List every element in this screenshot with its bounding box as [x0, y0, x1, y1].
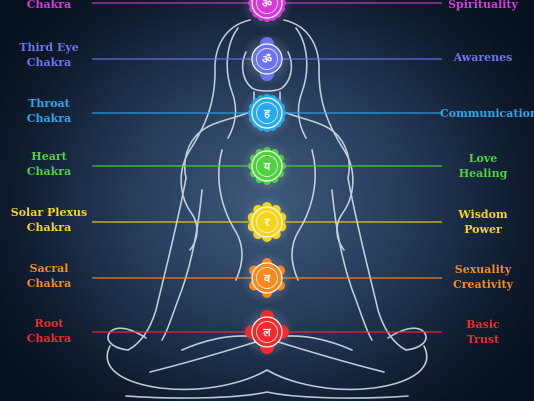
chakra-symbols: ॐ ॐ ह य र व ल — [245, 0, 289, 354]
label-third-eye-right: Awarenes — [453, 51, 513, 64]
throat-chakra-icon: ह — [248, 94, 286, 132]
label-throat-right: Communication — [440, 107, 534, 120]
svg-text:व: व — [263, 272, 271, 285]
svg-text:ल: ल — [262, 326, 271, 339]
solar-plexus-chakra-icon: र — [247, 202, 287, 242]
svg-text:ॐ: ॐ — [262, 53, 272, 66]
label-crown-left: Chakra — [26, 0, 72, 11]
svg-text:ॐ: ॐ — [262, 0, 272, 10]
svg-text:ह: ह — [263, 107, 271, 120]
sacral-chakra-icon: व — [249, 258, 285, 298]
svg-text:य: य — [263, 160, 271, 173]
crown-chakra-icon: ॐ — [248, 0, 286, 22]
heart-chakra-icon: य — [248, 147, 286, 185]
root-chakra-icon: ल — [245, 310, 289, 354]
label-crown-right: Spirituality — [448, 0, 518, 11]
third-eye-chakra-icon: ॐ — [251, 37, 283, 81]
svg-text:र: र — [264, 216, 270, 229]
